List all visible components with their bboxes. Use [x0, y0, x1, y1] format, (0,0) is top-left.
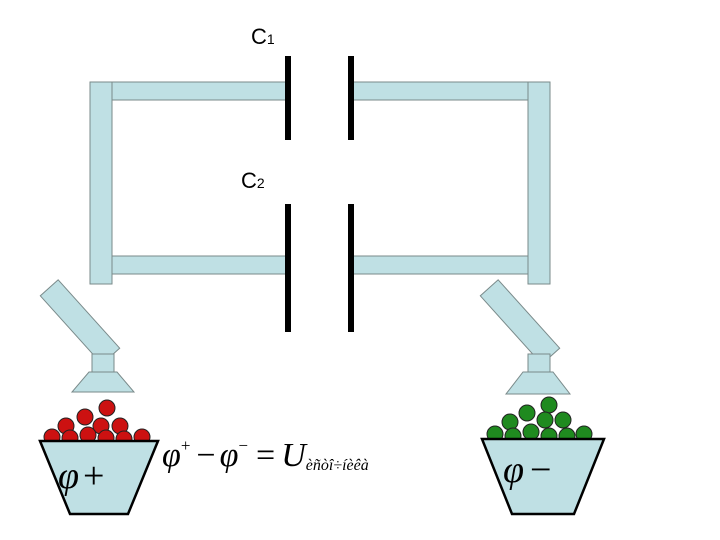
c2-plate-left [285, 204, 291, 332]
wire-top-right [351, 81, 531, 101]
formula-u: U [281, 437, 308, 474]
c1-plate-left [285, 56, 291, 140]
left-bucket-sign: + [83, 455, 104, 497]
green-ball [554, 411, 572, 429]
formula-equals: = [256, 437, 275, 474]
left-probe-funnel [70, 371, 136, 393]
green-ball [540, 396, 558, 414]
formula-phi-minus: φ [220, 437, 239, 474]
c2-letter: C [241, 168, 257, 193]
right-probe [479, 279, 572, 395]
right-bucket-phi: φ [503, 449, 524, 491]
left-bucket-label: φ+ [58, 455, 104, 497]
wire-right-vertical [527, 81, 551, 285]
red-ball [98, 399, 116, 417]
left-probe-handle [39, 279, 121, 365]
right-bucket-sign: − [530, 449, 551, 491]
red-ball [76, 408, 94, 426]
c1-label: C1 [251, 24, 275, 49]
c1-index: 1 [267, 31, 275, 47]
left-bucket-phi: φ [58, 455, 79, 497]
left-charge-balls [43, 399, 151, 448]
right-probe-funnel [504, 371, 572, 395]
wire-top-left [109, 81, 289, 101]
right-bucket [480, 437, 606, 516]
c2-index: 2 [257, 175, 265, 191]
green-ball [501, 413, 519, 431]
formula-subscript: èñòî÷íèêà [306, 457, 369, 474]
c2-label: C2 [241, 168, 265, 193]
formula-minus-sup: − [238, 436, 248, 455]
right-probe-handle [479, 279, 561, 365]
wire-bottom-right [351, 255, 531, 275]
right-bucket-label: φ− [503, 449, 551, 491]
green-ball [536, 411, 554, 429]
formula-phi-plus: φ [162, 437, 181, 474]
formula-minus: − [196, 437, 215, 474]
right-probe-neck [527, 353, 551, 373]
left-probe-neck [91, 353, 115, 373]
right-charge-balls [486, 396, 593, 445]
c1-plate-right [348, 56, 354, 140]
left-bucket [38, 439, 160, 516]
green-ball [518, 404, 536, 422]
c1-letter: C [251, 24, 267, 49]
green-ball [522, 423, 540, 441]
formula: φ+−φ−=Uèñòî÷íèêà [162, 436, 369, 474]
formula-plus-sup: + [181, 436, 191, 455]
left-probe [39, 279, 136, 393]
wire-bottom-left [109, 255, 289, 275]
wire-left-vertical [89, 81, 113, 285]
c2-plate-right [348, 204, 354, 332]
